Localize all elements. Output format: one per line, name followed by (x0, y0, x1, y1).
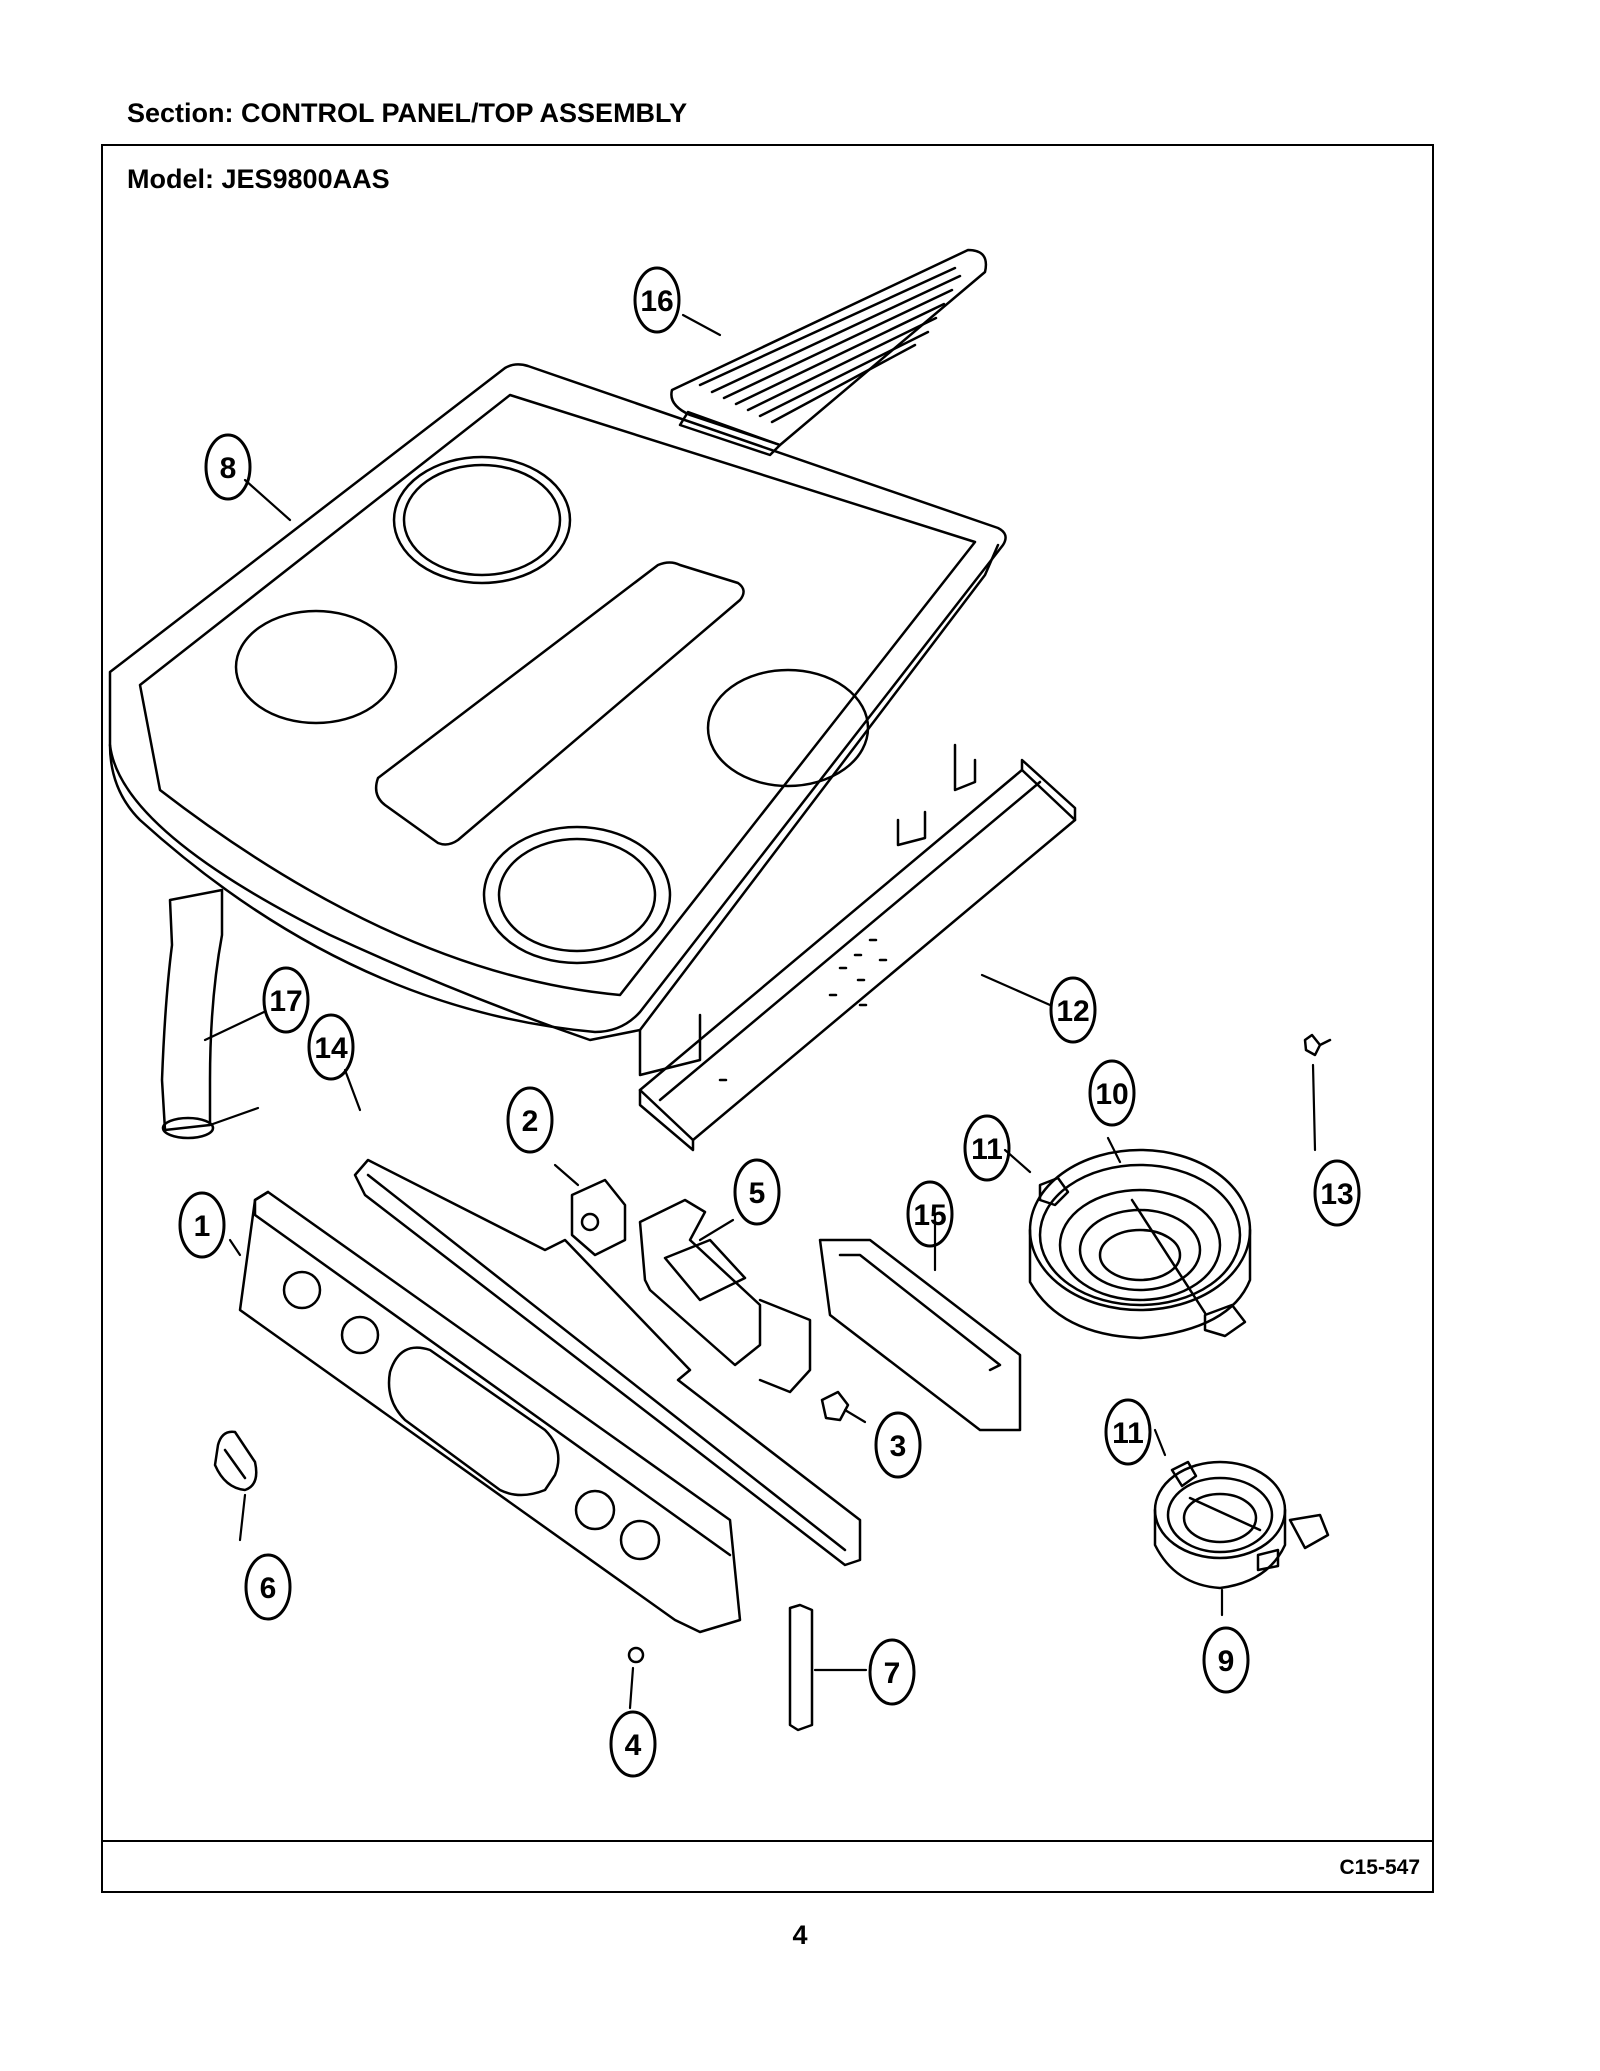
part-clip (820, 1390, 850, 1422)
callout-16: 16 (640, 285, 673, 318)
callout-bubbles (178, 266, 1361, 1778)
part-vent-grille (670, 248, 988, 457)
callout-7: 7 (884, 1657, 901, 1690)
diagram-frame: Model: JES9800AAS C15-547 (101, 144, 1434, 1893)
callout-12: 12 (1056, 995, 1089, 1028)
callout-3: 3 (890, 1430, 907, 1463)
part-terminal-clip (1303, 1033, 1332, 1057)
callout-10: 10 (1095, 1078, 1128, 1111)
part-control-panel (238, 1190, 742, 1634)
callout-13: 13 (1320, 1178, 1353, 1211)
callout-14: 14 (314, 1032, 348, 1065)
part-rear-bracket (638, 758, 1077, 1152)
part-knob (213, 1430, 258, 1492)
footer-divider (103, 1840, 1432, 1842)
part-cooktop (108, 363, 1007, 1077)
callout-8: 8 (220, 452, 237, 485)
part-duct (160, 888, 224, 1140)
callout-11-lower: 11 (1112, 1417, 1144, 1450)
part-control-bracket (353, 1158, 862, 1567)
callout-9: 9 (1218, 1645, 1235, 1678)
callout-6: 6 (260, 1572, 277, 1605)
page-number: 4 (792, 1920, 808, 1950)
part-large-element (1028, 1148, 1252, 1340)
part-electronic-control (638, 1198, 812, 1394)
part-strip (788, 1603, 814, 1732)
part-tray (818, 1238, 1022, 1432)
callout-5: 5 (749, 1177, 766, 1210)
callout-15: 15 (913, 1199, 946, 1232)
section-title: Section: CONTROL PANEL/TOP ASSEMBLY (127, 98, 688, 128)
model-title: Model: JES9800AAS (127, 164, 390, 194)
diagram-code: C15-547 (1339, 1856, 1420, 1879)
part-small-element (1153, 1460, 1330, 1590)
leader-lines (203, 313, 1317, 1710)
callout-17: 17 (269, 985, 302, 1018)
callout-2: 2 (522, 1105, 539, 1138)
callout-1: 1 (194, 1210, 211, 1243)
part-small-knob (627, 1646, 645, 1664)
callout-numbers: 16 8 17 1 14 2 5 15 12 10 11 13 11 9 3 6… (194, 285, 1354, 1762)
callout-4: 4 (625, 1729, 642, 1762)
part-switch (570, 1178, 627, 1257)
callout-11-upper: 11 (971, 1133, 1003, 1166)
